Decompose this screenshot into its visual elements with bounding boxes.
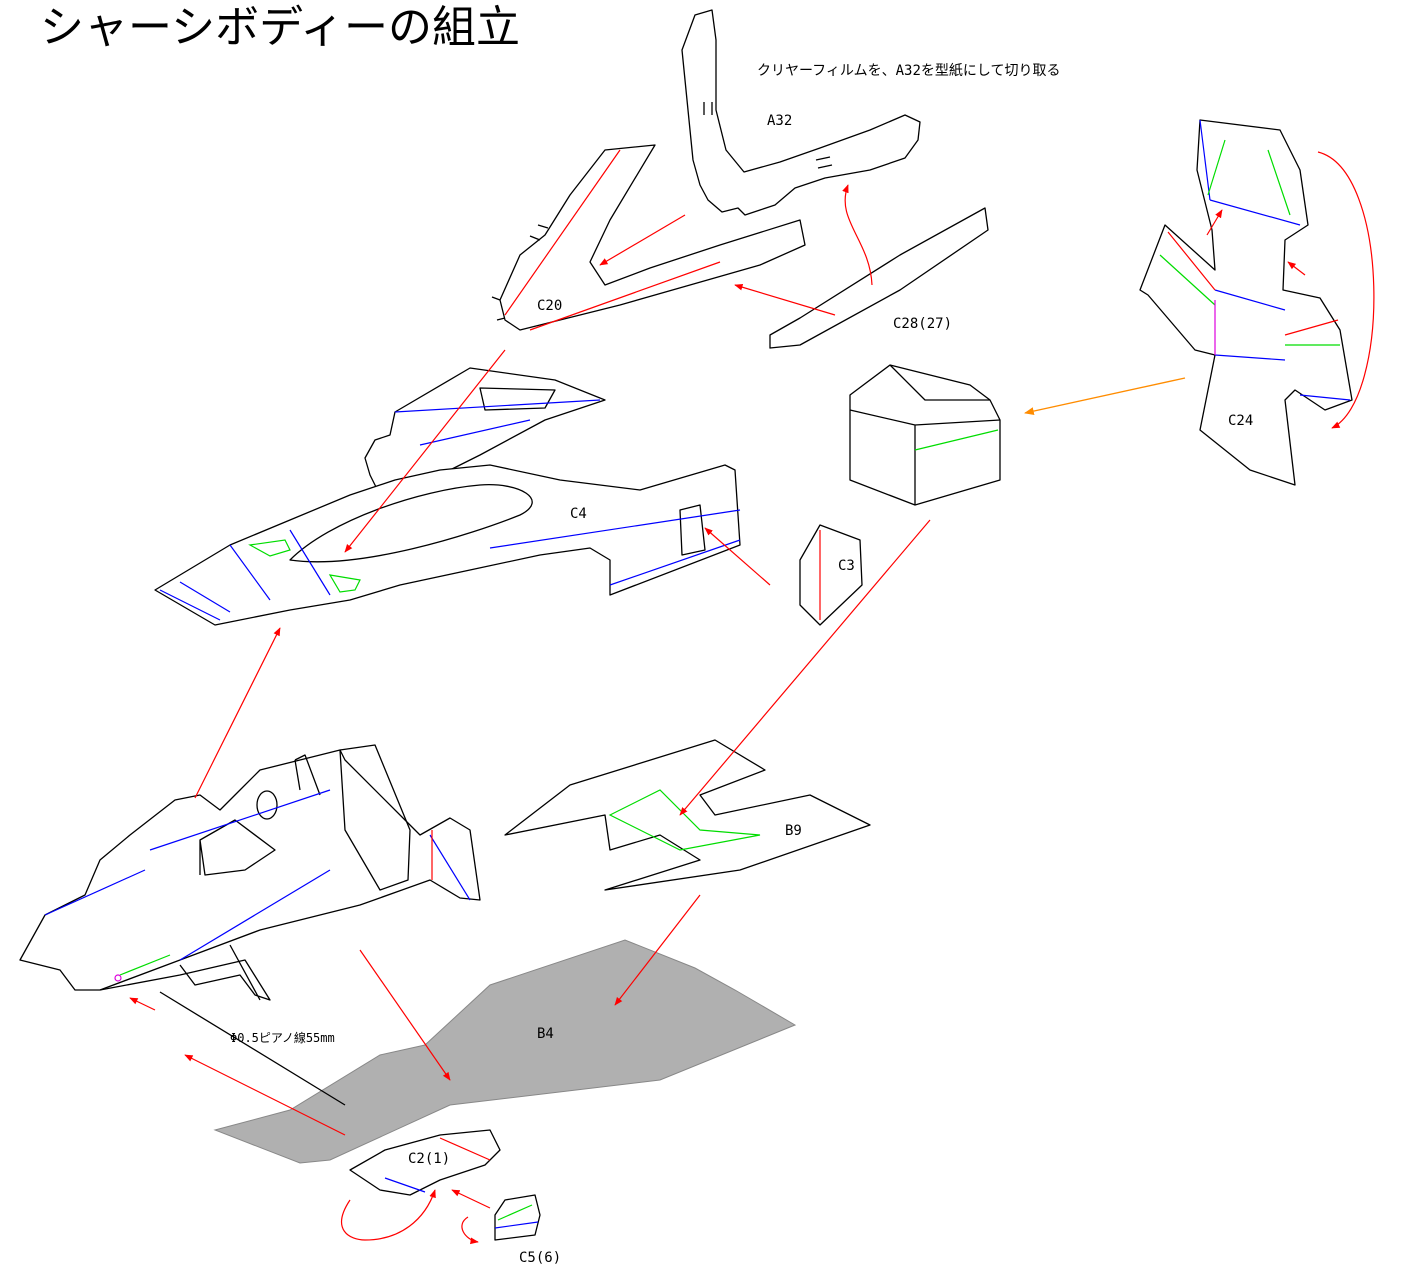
part-c24-box <box>849 364 1001 506</box>
label-a32: A32 <box>767 113 792 129</box>
label-b9: B9 <box>785 823 802 839</box>
part-c28 <box>769 207 989 349</box>
label-c3: C3 <box>838 558 855 574</box>
part-assembled-chassis <box>19 744 481 1001</box>
part-c4 <box>154 367 741 626</box>
label-c28: C28(27) <box>893 316 952 332</box>
assembly-arrows <box>129 151 1375 1245</box>
label-c20: C20 <box>537 298 562 314</box>
part-c20 <box>491 144 806 331</box>
part-a32 <box>681 9 921 216</box>
label-c5: C5(6) <box>519 1250 561 1266</box>
label-b4: B4 <box>537 1026 554 1042</box>
label-c24: C24 <box>1228 413 1253 429</box>
part-b4 <box>213 939 797 1164</box>
page-title: シャーシボディーの組立 <box>40 2 521 53</box>
label-piano-wire: Φ0.5ピアノ線55mm <box>230 1030 335 1045</box>
label-c4: C4 <box>570 506 587 522</box>
cutting-instruction-note: クリヤーフィルムを、A32を型紙にして切り取る <box>757 63 1061 79</box>
part-c5 <box>494 1194 541 1241</box>
piano-wire-line <box>159 991 346 1106</box>
label-c2: C2(1) <box>408 1151 450 1167</box>
part-b9 <box>504 739 871 891</box>
part-c24-net <box>1139 119 1353 486</box>
part-c2 <box>349 1129 501 1196</box>
part-c3 <box>799 524 863 626</box>
